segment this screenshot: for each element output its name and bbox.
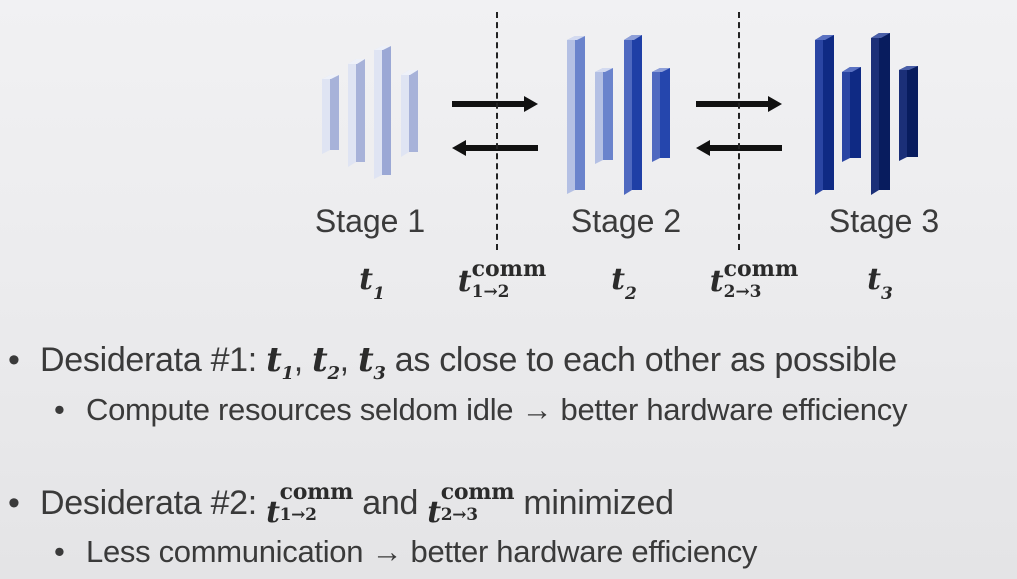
layer-block	[401, 70, 418, 157]
left-arrow-icon	[696, 140, 782, 156]
right-arrow-icon	[696, 96, 782, 112]
stage-3-time: t3	[867, 262, 893, 304]
layer-block	[348, 59, 365, 167]
layer-block	[899, 66, 918, 161]
stage-3-layers	[815, 33, 918, 195]
stage-1-time: t1	[359, 262, 385, 304]
layer-block	[322, 75, 339, 154]
stage-divider-2	[738, 12, 740, 250]
left-arrow-icon	[452, 140, 538, 156]
math-t1: t1	[266, 340, 294, 384]
bullet-dot: •	[8, 484, 20, 522]
layer-block	[652, 68, 670, 162]
stage-2-time: t2	[611, 262, 637, 304]
layer-block	[842, 67, 861, 162]
bullet-dot: •	[54, 534, 65, 569]
stage-2-label: Stage 2	[570, 203, 682, 239]
comm-arrows-2-3	[696, 96, 782, 156]
sub-bullet-1: •Compute resources seldom idle → better …	[54, 392, 908, 427]
layer-block	[871, 33, 890, 195]
stage-2-layers	[567, 35, 670, 195]
layer-block	[815, 35, 834, 195]
layer-block	[374, 46, 391, 179]
stage-3-label: Stage 3	[828, 203, 940, 239]
sub-bullet-2: •Less communication → better hardware ef…	[54, 534, 758, 569]
bullet-desiderata-1: •Desiderata #1: t1, t2, t3 as close to e…	[8, 340, 897, 384]
bullet-dot: •	[8, 341, 20, 379]
math-t2: t2	[312, 340, 340, 384]
bullet-dot: •	[54, 392, 65, 427]
layer-block	[595, 68, 613, 164]
layer-block	[567, 36, 585, 194]
stage-1-label: Stage 1	[314, 203, 426, 239]
layer-block	[624, 35, 642, 195]
math-t3: t3	[357, 340, 386, 384]
comm-arrows-1-2	[452, 96, 538, 156]
stage-divider-1	[496, 12, 498, 250]
right-arrow-icon	[452, 96, 538, 112]
stage-1-layers	[322, 46, 418, 179]
